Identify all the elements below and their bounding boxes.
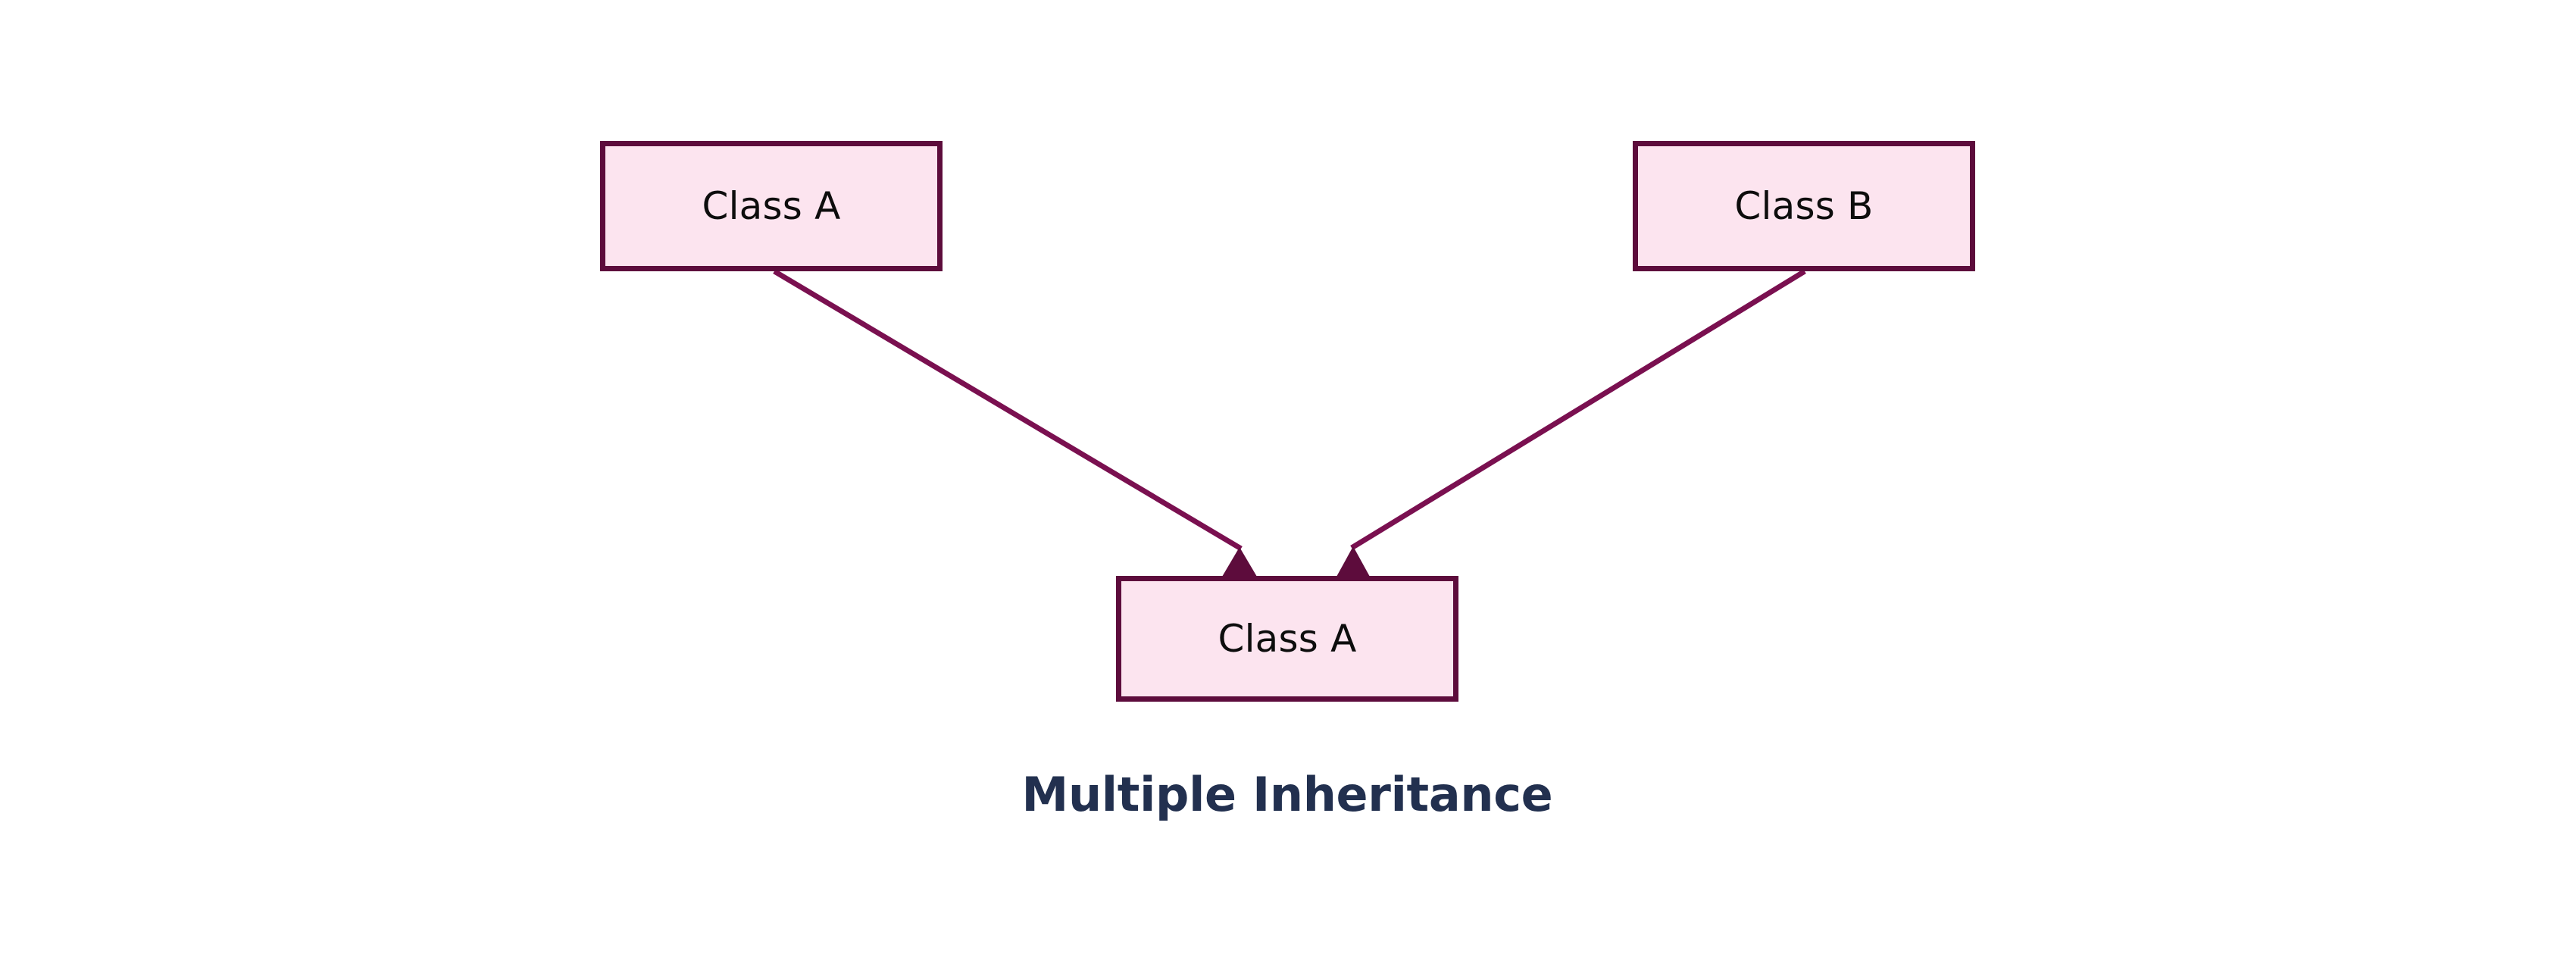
class-box-class-a-child[interactable]: Class A <box>1116 576 1458 702</box>
edge-class-b-parent-to-child[interactable] <box>1336 269 1806 577</box>
class-box-label: Class A <box>702 184 841 228</box>
edge-line-left <box>773 268 1243 552</box>
class-box-class-b-parent[interactable]: Class B <box>1633 141 1975 271</box>
class-box-label: Class A <box>1218 617 1357 661</box>
arrowhead-triangle-right <box>1336 546 1370 577</box>
edge-class-a-parent-to-child[interactable] <box>773 268 1257 577</box>
diagram-caption-text: Multiple Inheritance <box>1021 767 1553 822</box>
class-box-class-a-parent[interactable]: Class A <box>600 141 943 271</box>
class-box-label: Class B <box>1734 184 1874 228</box>
diagram-caption: Multiple Inheritance <box>0 771 2576 818</box>
arrowhead-triangle-left <box>1222 547 1257 577</box>
edge-line-right <box>1350 269 1806 550</box>
